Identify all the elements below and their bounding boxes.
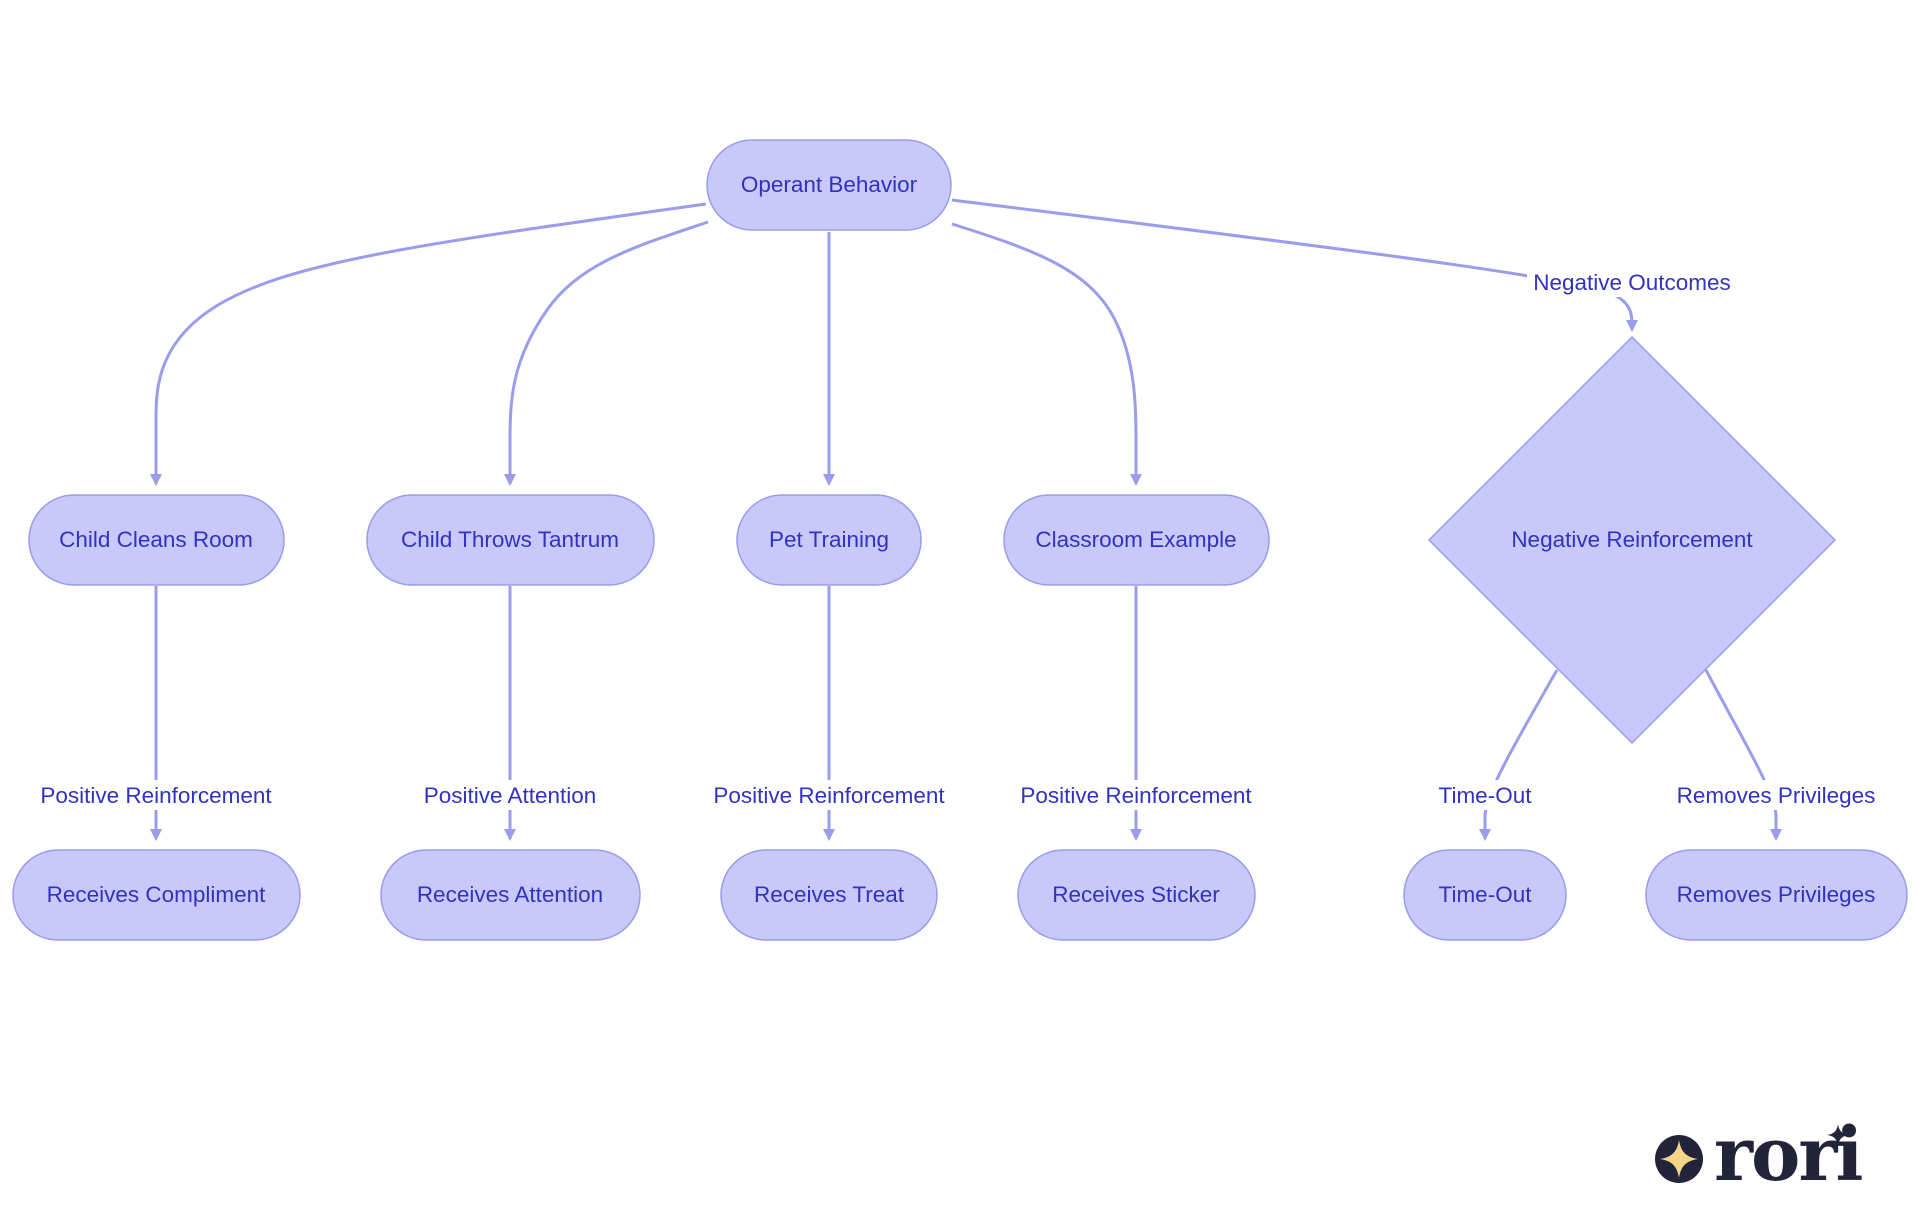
node-receives-attention: Receives Attention xyxy=(380,849,641,941)
node-receives-compliment: Receives Compliment xyxy=(12,849,301,941)
node-label: Child Throws Tantrum xyxy=(401,527,619,552)
edge-operant-to-child-throws-tantrum xyxy=(504,220,709,486)
logo-sparkle-icon xyxy=(1827,1124,1849,1146)
node-receives-sticker: Receives Sticker xyxy=(1017,849,1256,941)
node-label: Operant Behavior xyxy=(741,172,918,197)
node-classroom-example: Classroom Example xyxy=(1003,494,1270,586)
node-operant-behavior: Operant Behavior xyxy=(706,139,952,231)
edge-label-text: Positive Reinforcement xyxy=(713,783,945,808)
node-label: Removes Privileges xyxy=(1677,882,1876,907)
node-label: Negative Reinforcement xyxy=(1511,527,1753,552)
edge-label-positive-reinforcement-1: Positive Reinforcement xyxy=(34,780,278,810)
edge-negative-reinforcement-to-time-out xyxy=(1479,669,1559,841)
edge-operant-to-negative-reinforcement xyxy=(951,198,1638,332)
node-child-throws-tantrum: Child Throws Tantrum xyxy=(366,494,655,586)
edge-label-text: Removes Privileges xyxy=(1677,783,1876,808)
edge-label-text: Time-Out xyxy=(1439,783,1533,808)
edge-label-positive-reinforcement-3: Positive Reinforcement xyxy=(1014,780,1258,810)
node-removes-privileges: Removes Privileges xyxy=(1645,849,1908,941)
edge-label-removes-privileges: Removes Privileges xyxy=(1672,780,1880,810)
node-label: Receives Compliment xyxy=(47,882,267,907)
edge-label-text: Positive Reinforcement xyxy=(40,783,272,808)
logo-wordmark: rori xyxy=(1714,1112,1862,1198)
edge-labels: Negative Outcomes Positive Reinforcement… xyxy=(34,267,1880,810)
edge-label-text: Negative Outcomes xyxy=(1533,270,1731,295)
edge-label-text: Positive Attention xyxy=(424,783,597,808)
node-child-cleans-room: Child Cleans Room xyxy=(28,494,285,586)
node-label: Receives Treat xyxy=(754,882,905,907)
node-time-out: Time-Out xyxy=(1403,849,1567,941)
nodes: Operant Behavior Child Cleans Room Child… xyxy=(12,139,1908,941)
rori-logo: rori xyxy=(1655,1112,1864,1198)
node-label: Classroom Example xyxy=(1035,527,1236,552)
edge-label-negative-outcomes: Negative Outcomes xyxy=(1527,267,1737,297)
edge-negative-reinforcement-to-removes-privileges xyxy=(1704,669,1782,841)
node-negative-reinforcement: Negative Reinforcement xyxy=(1427,335,1837,745)
four-point-star-icon xyxy=(1660,1140,1698,1178)
edge-operant-to-classroom-example xyxy=(951,222,1142,486)
edges xyxy=(150,198,1782,841)
edge-label-positive-attention: Positive Attention xyxy=(418,780,602,810)
edge-operant-to-child-cleans-room xyxy=(150,202,707,486)
node-label: Child Cleans Room xyxy=(59,527,253,552)
node-label: Receives Attention xyxy=(417,882,603,907)
edge-label-positive-reinforcement-2: Positive Reinforcement xyxy=(707,780,951,810)
node-label: Receives Sticker xyxy=(1052,882,1220,907)
node-label: Time-Out xyxy=(1439,882,1533,907)
node-receives-treat: Receives Treat xyxy=(720,849,938,941)
edge-label-time-out: Time-Out xyxy=(1432,780,1538,810)
edge-label-text: Positive Reinforcement xyxy=(1020,783,1252,808)
node-label: Pet Training xyxy=(769,527,889,552)
node-pet-training: Pet Training xyxy=(736,494,922,586)
